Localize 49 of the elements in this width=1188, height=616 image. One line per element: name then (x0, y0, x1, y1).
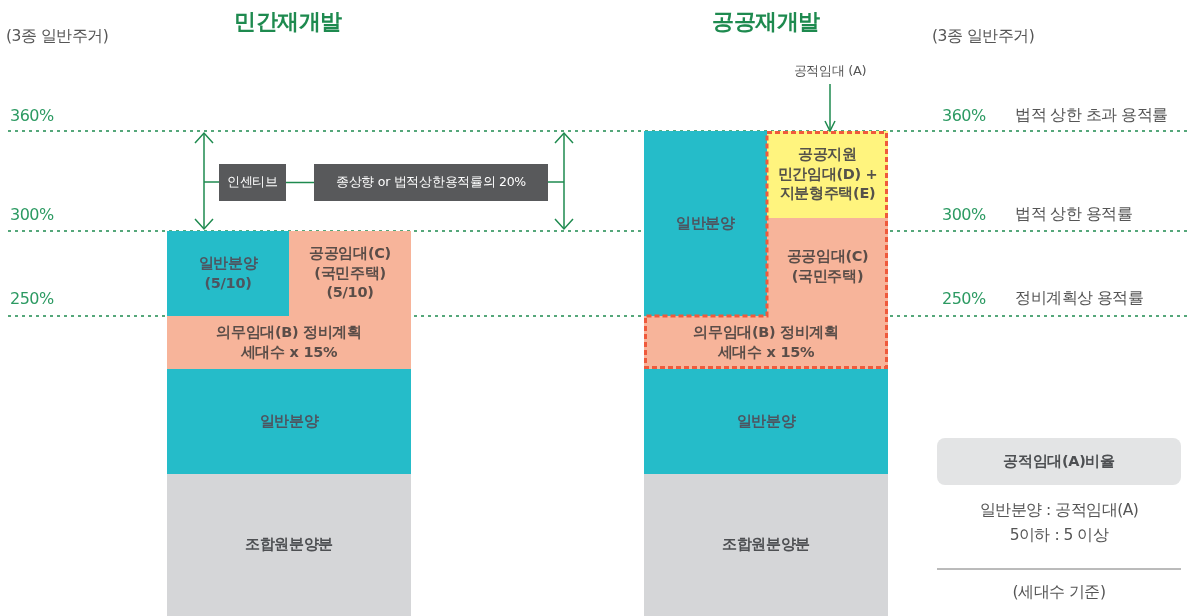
ratio-description: 법적 상한 초과 용적률 (1015, 104, 1168, 126)
connector-line (547, 181, 565, 183)
ratio-text: 일반분양 : 공적임대(A) (979, 499, 1139, 521)
block-text: 공적임대 (A) (793, 62, 867, 80)
ratio-value: 360% (10, 105, 54, 125)
unit-block (644, 474, 888, 616)
zone-note: (3종 일반주거) (6, 25, 109, 47)
unit-block (644, 369, 888, 474)
block-text: 인센티브 (227, 174, 278, 191)
ratio-value: 300% (942, 204, 986, 224)
column-heading: 민간재개발 (234, 8, 342, 36)
footnote: (세대수 기준) (1012, 581, 1106, 603)
block-text: 공공지원 민간임대(D) + 지분형주택(E) (776, 145, 879, 204)
unit-block (167, 369, 411, 474)
header-chip (937, 438, 1181, 485)
unit-block (644, 131, 767, 316)
unit-block (767, 131, 888, 218)
connector-line (203, 181, 220, 183)
block-text: 일반분양 (676, 213, 735, 233)
ratio-value: 250% (942, 288, 986, 308)
block-text: 종상향 or 법적상한용적률의 20% (336, 174, 526, 191)
block-text: 공적임대(A)비율 (1003, 451, 1115, 471)
arrow (824, 83, 836, 132)
block-text: 공공임대(C) (국민주택) (785, 247, 870, 286)
zone-note: (3종 일반주거) (932, 25, 1035, 47)
block-text: 일반분양 (736, 411, 796, 431)
ratio-description: 법적 상한 용적률 (1015, 203, 1133, 225)
ratio-value: 360% (942, 105, 986, 125)
unit-block (167, 474, 411, 616)
block-text: 조합원분양분 (244, 535, 334, 555)
unit-block (289, 231, 411, 316)
block-text: 의무임대(B) 정비계획 세대수 x 15% (692, 322, 840, 362)
tag-box (219, 164, 286, 201)
ratio-value: 300% (10, 204, 54, 224)
ratio-description: 정비계획상 용적률 (1015, 287, 1144, 309)
block-text: 조합원분양분 (721, 535, 811, 555)
unit-block (167, 316, 411, 369)
block-text: 공공임대(C) (국민주택) (5/10) (308, 244, 392, 303)
unit-block (644, 316, 888, 369)
connector-line (285, 181, 315, 184)
ratio-value: 250% (10, 288, 54, 308)
block-text: 일반분양 (5/10) (197, 253, 259, 293)
ratio-text: 5이하 : 5 이상 (1009, 524, 1109, 546)
unit-block (767, 218, 888, 316)
block-text: 의무임대(B) 정비계획 세대수 x 15% (215, 322, 363, 362)
column-heading: 공공재개발 (712, 8, 820, 36)
unit-block (167, 231, 289, 316)
tag-box (314, 164, 548, 201)
block-text: 일반분양 (259, 411, 319, 431)
